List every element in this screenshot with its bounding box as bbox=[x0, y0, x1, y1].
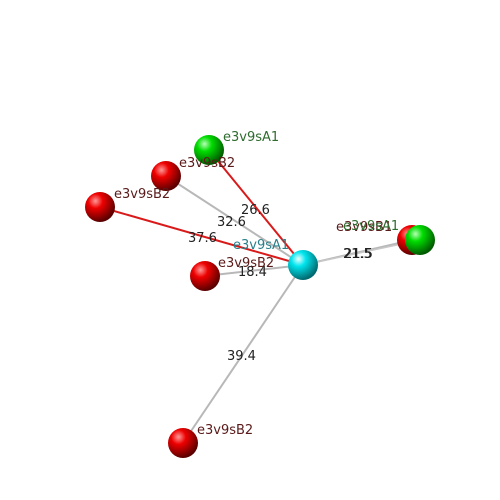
bond-n3 bbox=[99, 206, 304, 266]
bond-n7 bbox=[182, 264, 304, 444]
distance-label-n1: 26.6 bbox=[241, 203, 270, 218]
atom-n3[interactable] bbox=[85, 192, 115, 222]
atom-label-n7: e3v9sB2 bbox=[197, 423, 253, 438]
atom-center[interactable] bbox=[288, 250, 318, 280]
atom-n1[interactable] bbox=[194, 135, 224, 165]
distance-label-n6: 21.5 bbox=[344, 247, 373, 262]
atom-label-center: e3v9sA1 bbox=[233, 238, 289, 253]
atom-label-n5: e3v9sB1 bbox=[336, 220, 392, 235]
atom-label-n1: e3v9sA1 bbox=[223, 130, 279, 145]
atom-n2[interactable] bbox=[151, 161, 181, 191]
atom-n6[interactable] bbox=[405, 225, 435, 255]
bond-n4 bbox=[204, 264, 304, 277]
atom-label-n3: e3v9sB2 bbox=[114, 187, 170, 202]
atom-n4[interactable] bbox=[190, 261, 220, 291]
atom-label-n4: e3v9sB2 bbox=[218, 256, 274, 271]
atom-n7[interactable] bbox=[168, 428, 198, 458]
distance-label-n3: 37.6 bbox=[188, 231, 217, 246]
atom-label-n2: e3v9sB2 bbox=[179, 156, 235, 171]
distance-label-n2: 32.6 bbox=[217, 215, 246, 230]
distance-label-n4: 18.4 bbox=[238, 265, 267, 280]
distance-label-n7: 39.4 bbox=[227, 349, 256, 364]
bond-n2 bbox=[165, 175, 304, 266]
bond-n1 bbox=[208, 149, 304, 266]
atom-label-n6: e3v9sA1 bbox=[343, 219, 399, 234]
distance-label-n5: 21.5 bbox=[343, 247, 372, 262]
